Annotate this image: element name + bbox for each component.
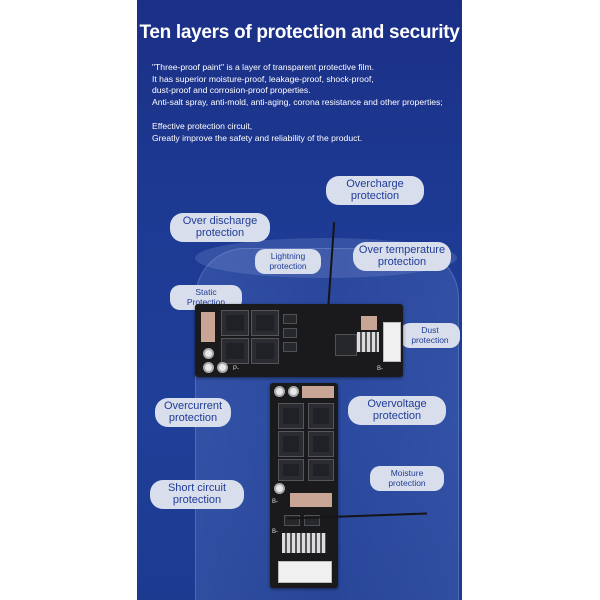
description-paragraph-2: Effective protection circuit, Greatly im… — [152, 121, 457, 144]
board-label-b-minus: B- — [272, 499, 278, 505]
label-line: Over temperature — [358, 244, 446, 256]
label-line: protection — [372, 409, 422, 422]
poster-background: Ten layers of protection and security "T… — [137, 0, 462, 600]
mosfet-chip — [308, 403, 334, 429]
mosfet-chip — [278, 403, 304, 429]
mounting-hole — [274, 386, 285, 397]
copper-pad — [201, 312, 215, 342]
description-line: Effective protection circuit, — [152, 121, 253, 131]
board-label-p-minus: P- — [233, 366, 239, 372]
label-short-circuit-protection: Short circuit protection — [150, 480, 244, 509]
description-paragraph-1: "Three-proof paint" is a layer of transp… — [152, 62, 457, 108]
page-title: Ten layers of protection and security — [139, 22, 460, 43]
label-line: protection — [377, 255, 427, 268]
label-line: protection — [172, 493, 222, 506]
mosfet-chip — [278, 459, 304, 481]
label-line: protection — [195, 226, 245, 239]
mosfet-chip — [221, 338, 249, 364]
mounting-hole — [288, 386, 299, 397]
label-line: Short circuit — [167, 482, 227, 494]
label-over-temperature-protection: Over temperature protection — [353, 242, 451, 271]
mounting-hole — [203, 348, 214, 359]
label-line: Over discharge — [182, 215, 258, 227]
description-line: Anti-salt spray, anti-mold, anti-aging, … — [152, 96, 443, 107]
label-line: protection — [350, 189, 400, 202]
ic-chip — [283, 342, 297, 352]
label-dust-protection: Dust protection — [400, 323, 460, 348]
balance-pins — [357, 332, 379, 352]
label-line: Overcharge — [346, 178, 404, 190]
copper-pad — [290, 493, 332, 507]
mosfet-chip — [308, 431, 334, 457]
description-line: dust-proof and corrosion-proof propertie… — [152, 85, 311, 95]
label-line: protection — [411, 334, 449, 345]
mosfet-chip — [278, 431, 304, 457]
label-overvoltage-protection: Overvoltage protection — [348, 396, 446, 425]
ic-chip — [283, 328, 297, 338]
board-label-b-minus: B- — [377, 366, 383, 372]
ic-chip — [283, 314, 297, 324]
mosfet-chip — [251, 310, 279, 336]
board-label-b-minus-2: B- — [272, 529, 278, 535]
label-line: Protection — [186, 296, 226, 307]
balance-connector — [278, 561, 332, 583]
ic-chip — [335, 334, 357, 356]
mounting-hole — [217, 362, 228, 373]
description-line: Greatly improve the safety and reliabili… — [152, 132, 363, 143]
label-line: Dust — [421, 325, 439, 335]
mosfet-chip — [308, 459, 334, 481]
label-line: Lightning — [270, 251, 306, 261]
ic-chip — [304, 515, 320, 526]
label-overcharge-protection: Overcharge protection — [326, 176, 424, 205]
label-overcurrent-protection: Overcurrent protection — [155, 398, 231, 427]
label-line: Overvoltage — [367, 398, 427, 410]
ic-chip — [284, 515, 300, 526]
copper-pad — [302, 386, 334, 398]
mosfet-chip — [221, 310, 249, 336]
mounting-hole — [203, 362, 214, 373]
label-moisture-protection: Moisture protection — [370, 466, 444, 491]
balance-pins — [282, 533, 326, 553]
mounting-hole — [274, 483, 285, 494]
label-line: Overcurrent — [163, 400, 223, 412]
mosfet-chip — [251, 338, 279, 364]
label-line: Static — [195, 287, 217, 297]
bms-board-horizontal: P- B- — [195, 304, 403, 377]
description-line: It has superior moisture-proof, leakage-… — [152, 73, 374, 84]
label-line: Moisture — [390, 468, 424, 478]
label-line: protection — [388, 477, 426, 488]
label-line: protection — [269, 260, 307, 271]
label-line: protection — [168, 411, 218, 424]
label-over-discharge-protection: Over discharge protection — [170, 213, 270, 242]
description-line: "Three-proof paint" is a layer of transp… — [152, 62, 374, 72]
bms-board-vertical: B- B- — [270, 383, 338, 588]
label-lightning-protection: Lightning protection — [255, 249, 321, 274]
copper-pad — [361, 316, 377, 330]
balance-connector — [383, 322, 401, 362]
